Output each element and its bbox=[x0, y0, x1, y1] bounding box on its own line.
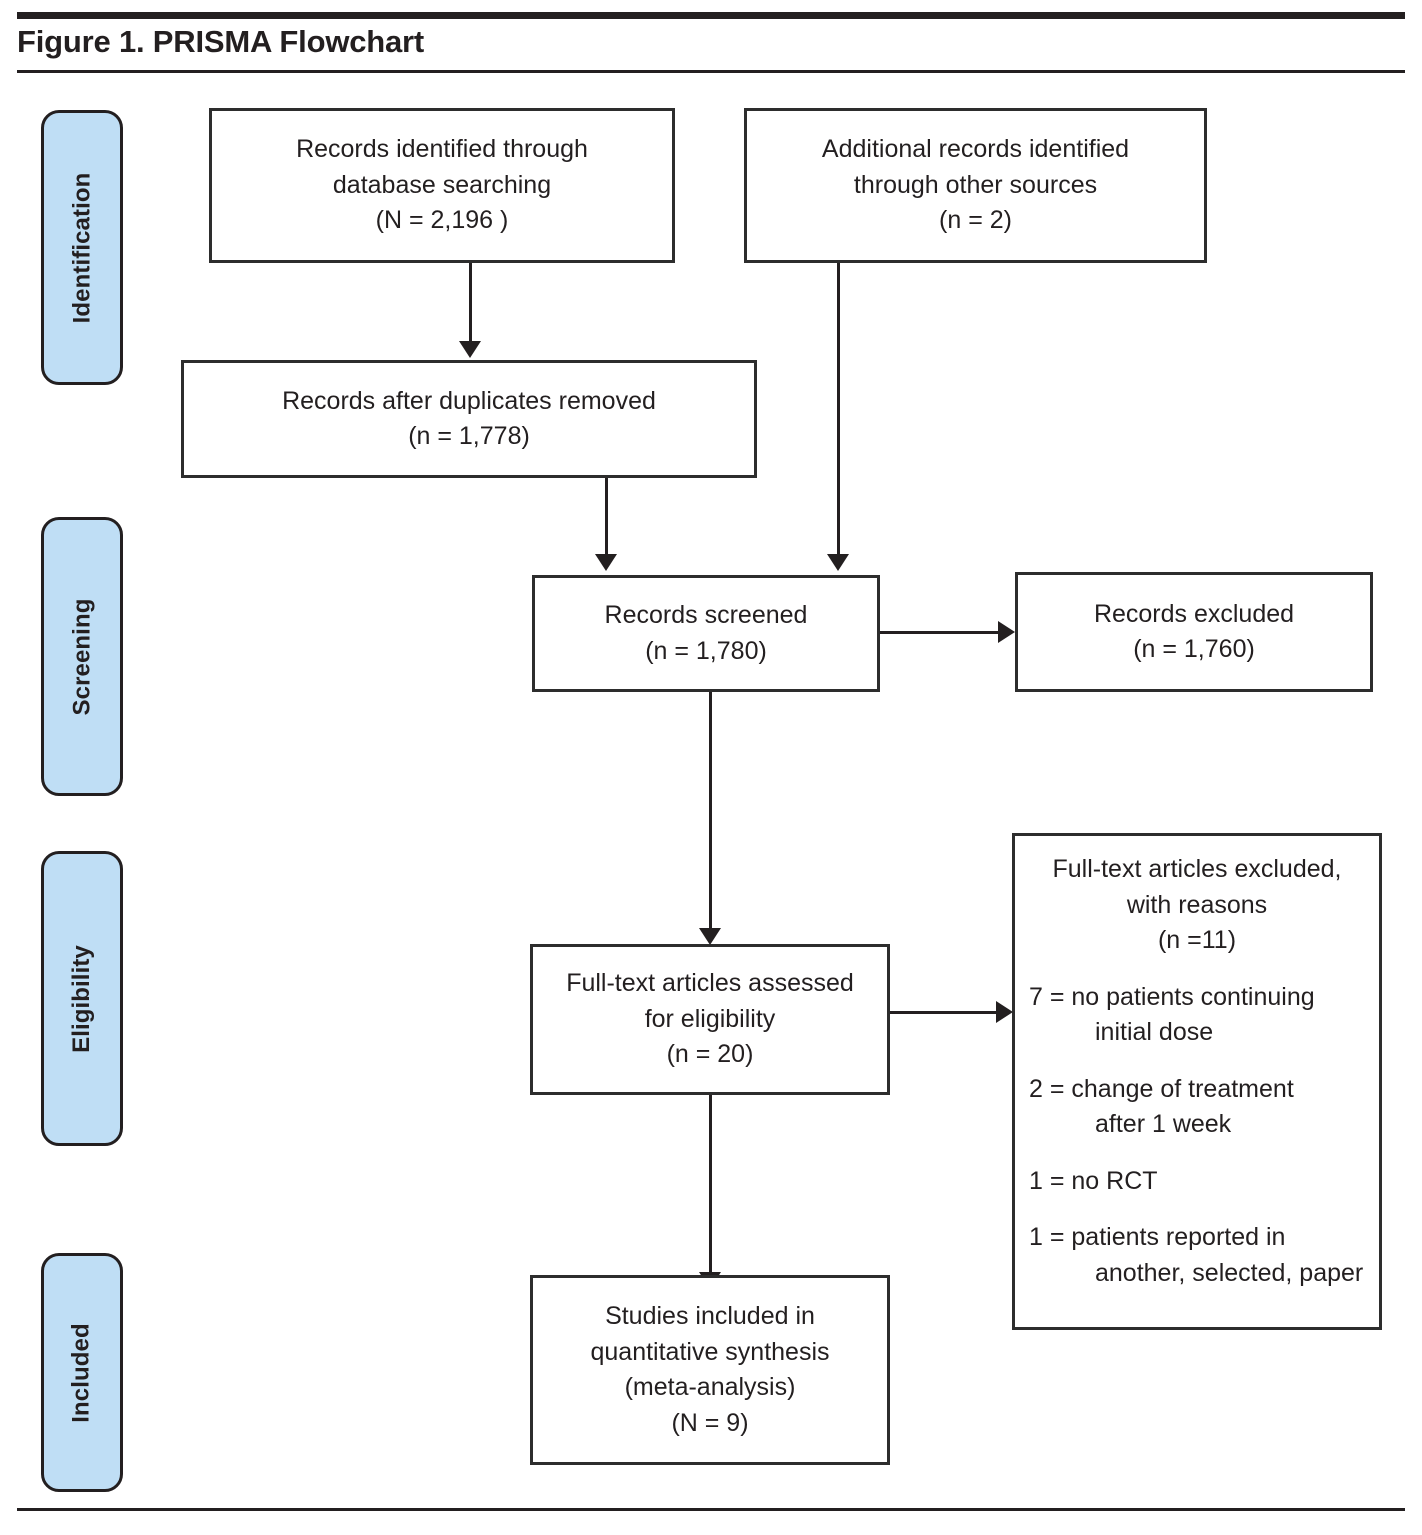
box-records-identified-line1: Records identified through bbox=[296, 135, 588, 164]
stage-label-eligibility: Eligibility bbox=[68, 944, 95, 1053]
arrowhead-duplicates-to-screened bbox=[595, 554, 617, 571]
exclusion-reason-4: 1 = patients reported in another, select… bbox=[1029, 1220, 1409, 1291]
exclusion-reason-4-line1: 1 = patients reported in bbox=[1029, 1223, 1286, 1251]
stage-pill-identification: Identification bbox=[41, 110, 123, 385]
box-studies-included-line2: quantitative synthesis bbox=[590, 1337, 830, 1366]
box-studies-included: Studies included in quantitative synthes… bbox=[530, 1275, 890, 1465]
stage-pill-screening: Screening bbox=[41, 517, 123, 796]
exclusion-reason-2-line2: after 1 week bbox=[1095, 1110, 1232, 1138]
stage-label-screening: Screening bbox=[68, 598, 96, 715]
arrowhead-screened-to-excluded bbox=[998, 621, 1015, 643]
box-records-screened-count: (n = 1,780) bbox=[645, 636, 767, 665]
arrowhead-screened-to-fulltext bbox=[699, 928, 721, 945]
stage-pill-included: Included bbox=[41, 1253, 123, 1492]
box-studies-included-line1: Studies included in bbox=[605, 1302, 815, 1330]
page-title: Figure 1. PRISMA Flowchart bbox=[17, 24, 425, 59]
box-additional-records-line2: through other sources bbox=[853, 170, 1098, 199]
stage-label-included: Included bbox=[68, 1322, 96, 1423]
exclusion-reason-2-line1: 2 = change of treatment bbox=[1029, 1074, 1294, 1103]
box-records-screened: Records screened (n = 1,780) bbox=[532, 575, 880, 692]
title-underline-rule bbox=[17, 70, 1405, 73]
stage-label-identification: Identification bbox=[68, 172, 96, 323]
box-fulltext-excluded-reasons: Full-text articles excluded, with reason… bbox=[1012, 833, 1382, 1330]
box-fulltext-excluded-count: (n =11) bbox=[1157, 926, 1237, 954]
arrowhead-additional-to-screened bbox=[827, 554, 849, 571]
box-fulltext-assessed-line1: Full-text articles assessed bbox=[566, 969, 854, 998]
box-fulltext-assessed: Full-text articles assessed for eligibil… bbox=[530, 944, 890, 1095]
box-duplicates-removed-count: (n = 1,778) bbox=[408, 422, 530, 450]
box-fulltext-excluded-head1: Full-text articles excluded, bbox=[1052, 855, 1342, 883]
box-duplicates-removed-line1: Records after duplicates removed bbox=[282, 386, 656, 415]
exclusion-reason-1-line2: initial dose bbox=[1095, 1018, 1214, 1046]
exclusion-reason-4-line2: another, selected, paper bbox=[1095, 1258, 1364, 1287]
box-fulltext-excluded-head2: with reasons bbox=[1126, 890, 1268, 919]
connector-screened-to-fulltext bbox=[709, 692, 712, 930]
box-records-excluded: Records excluded (n = 1,760) bbox=[1015, 572, 1373, 692]
connector-duplicates-to-screened bbox=[605, 478, 608, 556]
exclusion-reason-1-line1: 7 = no patients continuing bbox=[1029, 982, 1315, 1011]
connector-screened-to-excluded bbox=[880, 631, 1000, 634]
box-records-identified-line2: database searching bbox=[332, 170, 552, 199]
exclusion-reason-2: 2 = change of treatment after 1 week bbox=[1029, 1072, 1409, 1143]
box-additional-records: Additional records identified through ot… bbox=[744, 108, 1207, 263]
box-additional-records-line1: Additional records identified bbox=[821, 135, 1130, 164]
box-records-excluded-line1: Records excluded bbox=[1093, 599, 1295, 628]
box-duplicates-removed: Records after duplicates removed (n = 1,… bbox=[181, 360, 757, 478]
connector-additional-to-screened bbox=[837, 263, 840, 556]
box-records-identified-count: (N = 2,196 ) bbox=[375, 206, 509, 235]
connector-fulltext-to-included bbox=[709, 1095, 712, 1275]
box-records-identified: Records identified through database sear… bbox=[209, 108, 675, 263]
top-rule bbox=[17, 12, 1405, 19]
arrowhead-fulltext-to-excluded-reasons bbox=[996, 1001, 1013, 1023]
exclusion-reason-3: 1 = no RCT bbox=[1029, 1164, 1409, 1200]
box-studies-included-line3: (meta-analysis) bbox=[624, 1373, 796, 1401]
box-records-screened-line1: Records screened bbox=[604, 601, 808, 629]
arrowhead-identified-to-duplicates bbox=[459, 341, 481, 358]
stage-pill-eligibility: Eligibility bbox=[41, 851, 123, 1146]
bottom-rule bbox=[17, 1508, 1405, 1511]
exclusion-reason-3-line1: 1 = no RCT bbox=[1029, 1166, 1158, 1195]
box-fulltext-assessed-count: (n = 20) bbox=[666, 1040, 754, 1069]
connector-identified-to-duplicates bbox=[469, 263, 472, 343]
box-records-excluded-count: (n = 1,760) bbox=[1133, 635, 1255, 663]
exclusion-reason-1: 7 = no patients continuing initial dose bbox=[1029, 980, 1409, 1051]
box-fulltext-assessed-line2: for eligibility bbox=[644, 1004, 776, 1033]
box-additional-records-count: (n = 2) bbox=[939, 206, 1012, 235]
box-studies-included-count: (N = 9) bbox=[671, 1408, 749, 1437]
connector-fulltext-to-excluded-reasons bbox=[890, 1011, 998, 1014]
